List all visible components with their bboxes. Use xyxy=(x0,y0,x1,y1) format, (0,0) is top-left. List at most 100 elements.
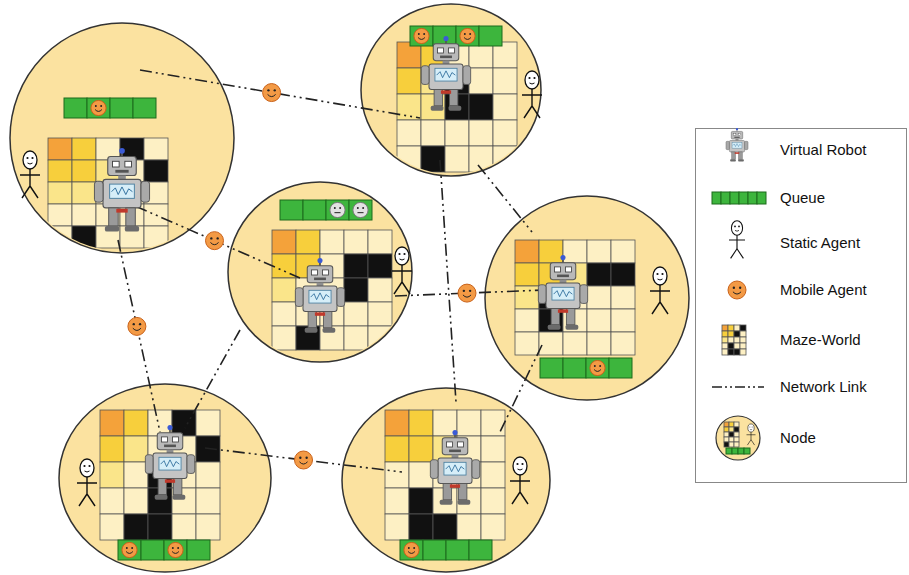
agent-face xyxy=(590,360,605,375)
static-agent xyxy=(20,151,40,198)
maze-cell xyxy=(196,410,220,436)
queue-cell xyxy=(757,192,766,204)
legend-icons xyxy=(696,128,907,483)
maze-cell xyxy=(729,442,734,447)
queue-cell xyxy=(410,26,433,46)
maze-cell xyxy=(344,326,368,350)
queue-cell xyxy=(64,98,87,118)
node-circle-group xyxy=(59,384,271,572)
maze-cell xyxy=(724,432,729,437)
agent-mouth xyxy=(735,230,739,232)
queue-cell xyxy=(433,26,456,46)
maze-cell xyxy=(515,240,539,263)
robot-antenna xyxy=(737,129,738,132)
agent-mouth xyxy=(733,292,741,294)
maze-cell xyxy=(409,436,433,462)
maze-cell xyxy=(493,146,517,172)
mobile-agent-icon xyxy=(122,542,137,557)
maze-cell xyxy=(734,325,740,331)
maze-cell xyxy=(734,349,740,355)
maze-cell xyxy=(344,254,368,278)
robot-arm xyxy=(430,460,438,479)
maze-cell xyxy=(587,286,611,309)
robot-head xyxy=(550,263,576,280)
virtual-robot xyxy=(421,36,470,111)
robot-screen-wave xyxy=(161,460,180,467)
maze-cell xyxy=(344,302,368,326)
maze-cell xyxy=(734,343,740,349)
static-agent xyxy=(729,221,745,259)
robot-mouth xyxy=(115,170,128,173)
legend-label: Network Link xyxy=(780,378,867,396)
agent-mouth xyxy=(518,469,523,470)
robot-belt xyxy=(116,209,127,213)
robot-head xyxy=(108,157,137,176)
robot-neck xyxy=(118,176,126,180)
agent-head xyxy=(80,459,94,477)
maze-cell xyxy=(587,309,611,332)
agent-mouth xyxy=(210,242,218,244)
maze-cell xyxy=(724,437,729,442)
robot-antenna-tip xyxy=(167,425,172,430)
robot-eye xyxy=(438,48,444,53)
robot-antenna-tip xyxy=(443,36,448,41)
agent-face xyxy=(353,202,368,217)
queue-cell xyxy=(609,358,632,378)
legend-panel: Virtual RobotQueueStatic AgentMobile Age… xyxy=(695,128,906,482)
agent-head xyxy=(731,221,742,235)
maze-cell xyxy=(72,226,96,248)
agent-eye xyxy=(131,547,133,549)
maze-cell xyxy=(144,138,168,160)
robot-antenna-tip xyxy=(452,430,457,435)
virtual-robot xyxy=(145,425,194,500)
robot-screen-wave xyxy=(437,71,456,78)
agent-mouth xyxy=(172,552,179,554)
maze-cell xyxy=(48,204,72,226)
robot-eye xyxy=(162,437,168,442)
mobile-agent-icon xyxy=(91,100,106,115)
agent-eye xyxy=(661,273,663,275)
robot-eye xyxy=(566,267,572,272)
maze-cell xyxy=(729,432,734,437)
maze-cell xyxy=(344,278,368,302)
maze-cell xyxy=(722,331,728,337)
robot-eye xyxy=(323,270,329,275)
robot-belt xyxy=(558,309,568,312)
mobile-agent-icon xyxy=(295,451,313,469)
legend-link-sample xyxy=(712,386,764,388)
legend-box xyxy=(696,129,907,483)
robot-eye xyxy=(555,267,561,272)
queue-cell xyxy=(586,358,609,378)
maze-cell xyxy=(729,427,734,432)
robot-arm xyxy=(141,181,150,202)
maze-cell xyxy=(124,488,148,514)
maze-cell xyxy=(539,240,563,263)
robot-head xyxy=(442,438,468,455)
mobile-agent-icon xyxy=(404,542,419,557)
agent-mouth xyxy=(408,552,415,554)
robot-head xyxy=(157,433,183,450)
agent-eye xyxy=(516,463,518,465)
robot-screen-wave xyxy=(446,465,465,472)
maze-cell xyxy=(385,410,409,436)
maze-cell xyxy=(144,226,168,248)
agent-stick-body xyxy=(747,432,756,445)
maze-cell xyxy=(457,514,481,540)
queue-cell xyxy=(721,192,730,204)
robot-foot xyxy=(125,226,139,232)
robot-antenna-tip xyxy=(119,148,125,154)
robot-foot xyxy=(431,106,444,111)
node-circle xyxy=(59,384,271,572)
maze-cell xyxy=(587,332,611,355)
agent-eye xyxy=(133,323,135,325)
queue-cell xyxy=(738,448,744,454)
robot-eye xyxy=(173,437,179,442)
maze-cell xyxy=(397,146,421,172)
queue-cell xyxy=(326,200,349,220)
agent-eye xyxy=(31,157,33,159)
agent-head xyxy=(748,424,754,432)
agent-stick-body xyxy=(20,169,40,198)
mobile-agent-icon xyxy=(128,317,146,335)
maze-cell xyxy=(124,436,148,462)
maze-cell xyxy=(722,343,728,349)
